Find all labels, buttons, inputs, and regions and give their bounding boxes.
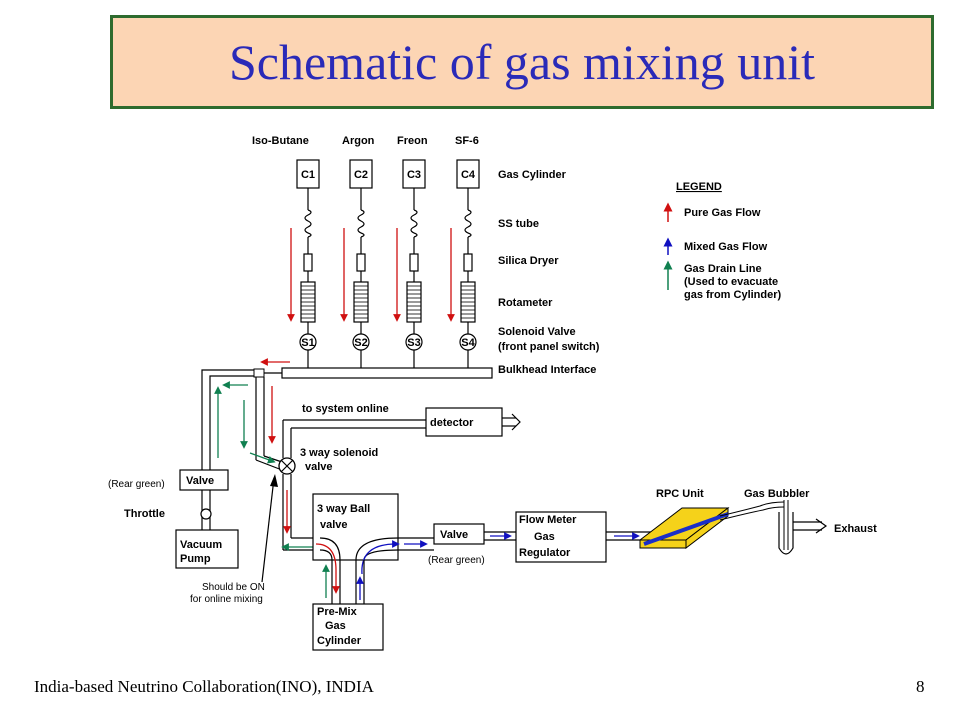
valve-left bbox=[179, 469, 229, 491]
silica-dryer-2 bbox=[356, 253, 366, 272]
label-ss-tube: SS tube bbox=[498, 218, 539, 230]
label-3way-solenoid: 3 way solenoid bbox=[300, 447, 378, 459]
legend-mixed: Mixed Gas Flow bbox=[684, 241, 768, 253]
legend-drain-2: (Used to evacuate bbox=[684, 276, 778, 288]
page-title: Schematic of gas mixing unit bbox=[228, 34, 815, 90]
label-rear-green-mid: (Rear green) bbox=[428, 555, 485, 566]
solenoid-label-1: S1 bbox=[301, 337, 314, 349]
label-premix-3: Cylinder bbox=[317, 635, 362, 647]
flow-meter-box bbox=[515, 511, 607, 563]
silica-dryer-4 bbox=[463, 253, 473, 272]
bulkhead-connector bbox=[253, 368, 265, 378]
label-gas-bubbler: Gas Bubbler bbox=[744, 488, 810, 500]
label-regulator: Regulator bbox=[519, 547, 571, 559]
exhaust-arrow bbox=[815, 518, 828, 534]
label-to-system-online: to system online bbox=[302, 403, 389, 415]
valve-mid bbox=[433, 523, 485, 545]
label-rpc-unit: RPC Unit bbox=[656, 488, 704, 500]
label-solenoid-valve: Solenoid Valve bbox=[498, 326, 576, 338]
legend: LEGEND Pure Gas Flow Mixed Gas Flow Gas … bbox=[663, 181, 782, 301]
solenoid-label-3: S3 bbox=[407, 337, 420, 349]
label-3way-solenoid-valve: valve bbox=[305, 461, 333, 473]
cylinder-label-1: C1 bbox=[301, 169, 315, 181]
silica-dryer-1 bbox=[303, 253, 313, 272]
label-gas: Gas bbox=[534, 531, 555, 543]
gas-name-4: SF-6 bbox=[455, 135, 479, 147]
ss-tube-coil-1 bbox=[304, 209, 312, 238]
legend-drain-1: Gas Drain Line bbox=[684, 263, 762, 275]
vacuum-pump-box bbox=[175, 529, 239, 569]
gas-name-2: Argon bbox=[342, 135, 375, 147]
ss-tube-coil-4 bbox=[464, 209, 472, 238]
three-way-solenoid-valve bbox=[278, 457, 296, 475]
legend-title: LEGEND bbox=[676, 181, 722, 193]
cylinder-label-2: C2 bbox=[354, 169, 368, 181]
label-exhaust: Exhaust bbox=[834, 523, 877, 535]
label-vacuum: Vacuum bbox=[180, 539, 222, 551]
label-valve-mid: Valve bbox=[440, 529, 468, 541]
label-throttle: Throttle bbox=[124, 508, 165, 520]
bulkhead-interface bbox=[281, 367, 493, 379]
label-front-panel-switch: (front panel switch) bbox=[498, 341, 600, 353]
three-way-ball-valve bbox=[312, 493, 399, 561]
label-valve-left: Valve bbox=[186, 475, 214, 487]
solenoid-label-4: S4 bbox=[461, 337, 475, 349]
label-ball-valve-1: 3 way Ball bbox=[317, 503, 370, 515]
ss-tube-coil-2 bbox=[357, 209, 365, 238]
label-rotameter: Rotameter bbox=[498, 297, 553, 309]
detector-box bbox=[425, 407, 503, 437]
detector-outlet-arrow bbox=[511, 413, 521, 431]
label-silica-dryer: Silica Dryer bbox=[498, 255, 559, 267]
ss-tube-coil-3 bbox=[410, 209, 418, 238]
label-rear-green-left: (Rear green) bbox=[108, 479, 165, 490]
cylinder-label-4: C4 bbox=[461, 169, 476, 181]
premix-gas-cylinder bbox=[312, 603, 384, 651]
label-online-mixing: for online mixing bbox=[190, 594, 263, 605]
label-detector: detector bbox=[430, 417, 474, 429]
label-should-be-on: Should be ON bbox=[202, 582, 265, 593]
label-gas-cylinder: Gas Cylinder bbox=[498, 169, 567, 181]
label-pump: Pump bbox=[180, 553, 211, 565]
footer-organization: India-based Neutrino Collaboration(INO),… bbox=[34, 677, 374, 696]
label-premix-1: Pre-Mix bbox=[317, 606, 358, 618]
label-bulkhead: Bulkhead Interface bbox=[498, 364, 596, 376]
title-banner: Schematic of gas mixing unit bbox=[110, 15, 934, 109]
page-number: 8 bbox=[916, 677, 925, 696]
gas-bubbler bbox=[778, 500, 794, 555]
label-ball-valve-2: valve bbox=[320, 519, 348, 531]
throttle-symbol bbox=[200, 508, 212, 520]
rpc-unit bbox=[638, 506, 730, 550]
label-flow-meter: Flow Meter bbox=[519, 514, 577, 526]
gas-name-3: Freon bbox=[397, 135, 428, 147]
legend-pure: Pure Gas Flow bbox=[684, 207, 761, 219]
label-premix-2: Gas bbox=[325, 620, 346, 632]
legend-drain-3: gas from Cylinder) bbox=[684, 289, 782, 301]
gas-name-1: Iso-Butane bbox=[252, 135, 309, 147]
silica-dryer-3 bbox=[409, 253, 419, 272]
solenoid-label-2: S2 bbox=[354, 337, 367, 349]
cylinder-label-3: C3 bbox=[407, 169, 421, 181]
